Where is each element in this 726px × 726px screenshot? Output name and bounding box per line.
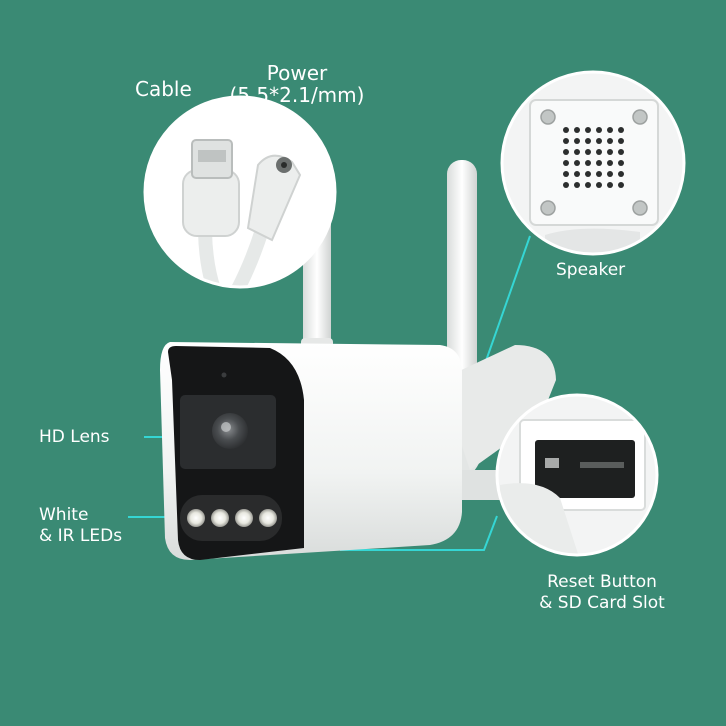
- speaker-hole: [618, 149, 624, 155]
- reset-label: Reset Button & SD Card Slot: [502, 572, 702, 614]
- speaker-hole: [618, 182, 624, 188]
- speaker-hole: [607, 171, 613, 177]
- power-label-line1: Power: [266, 61, 328, 85]
- speaker-hole: [607, 127, 613, 133]
- leds-label: White & IR LEDs: [39, 505, 122, 547]
- speaker-hole: [618, 138, 624, 144]
- speaker-hole: [618, 171, 624, 177]
- wall-mount: [440, 345, 556, 500]
- power-label-line2: (5.5*2.1/mm): [229, 83, 365, 107]
- speaker-hole: [596, 182, 602, 188]
- speaker-hole: [563, 127, 569, 133]
- speaker-hole: [607, 182, 613, 188]
- speaker-hole: [574, 171, 580, 177]
- speaker-hole: [563, 160, 569, 166]
- reset-sd-detail: [495, 393, 659, 557]
- speaker-detail: [500, 70, 686, 256]
- cable-label: Cable: [135, 77, 192, 101]
- reset-label-line2: & SD Card Slot: [539, 593, 665, 613]
- speaker-hole: [585, 149, 591, 155]
- speaker-hole: [574, 149, 580, 155]
- camera-lens: [212, 413, 248, 449]
- speaker-hole: [585, 182, 591, 188]
- speaker-hole: [563, 138, 569, 144]
- led: [187, 509, 205, 527]
- speaker-hole: [596, 160, 602, 166]
- speaker-hole: [607, 138, 613, 144]
- speaker-hole: [574, 127, 580, 133]
- speaker-hole: [596, 171, 602, 177]
- speaker-hole: [585, 160, 591, 166]
- speaker-hole: [574, 182, 580, 188]
- speaker-hole: [607, 149, 613, 155]
- speaker-hole: [585, 138, 591, 144]
- leds-label-line1: White: [39, 505, 89, 525]
- speaker-hole: [574, 160, 580, 166]
- cable-detail: [143, 95, 337, 289]
- hd-lens-label: HD Lens: [39, 427, 110, 447]
- camera-body: [160, 342, 462, 560]
- speaker-grille: [563, 127, 624, 188]
- power-label: Power (5.5*2.1/mm): [222, 62, 372, 106]
- speaker-hole: [618, 160, 624, 166]
- speaker-hole: [563, 149, 569, 155]
- speaker-hole: [596, 127, 602, 133]
- callout-line-reset: [340, 515, 498, 551]
- speaker-hole: [596, 138, 602, 144]
- speaker-hole: [585, 171, 591, 177]
- led: [235, 509, 253, 527]
- speaker-hole: [618, 127, 624, 133]
- speaker-hole: [574, 138, 580, 144]
- reset-label-line1: Reset Button: [547, 572, 657, 592]
- led: [259, 509, 277, 527]
- speaker-hole: [563, 182, 569, 188]
- leds-label-line2: & IR LEDs: [39, 526, 123, 546]
- speaker-hole: [563, 171, 569, 177]
- speaker-hole: [596, 149, 602, 155]
- speaker-hole: [585, 127, 591, 133]
- speaker-hole: [607, 160, 613, 166]
- led: [211, 509, 229, 527]
- speaker-label: Speaker: [556, 260, 626, 280]
